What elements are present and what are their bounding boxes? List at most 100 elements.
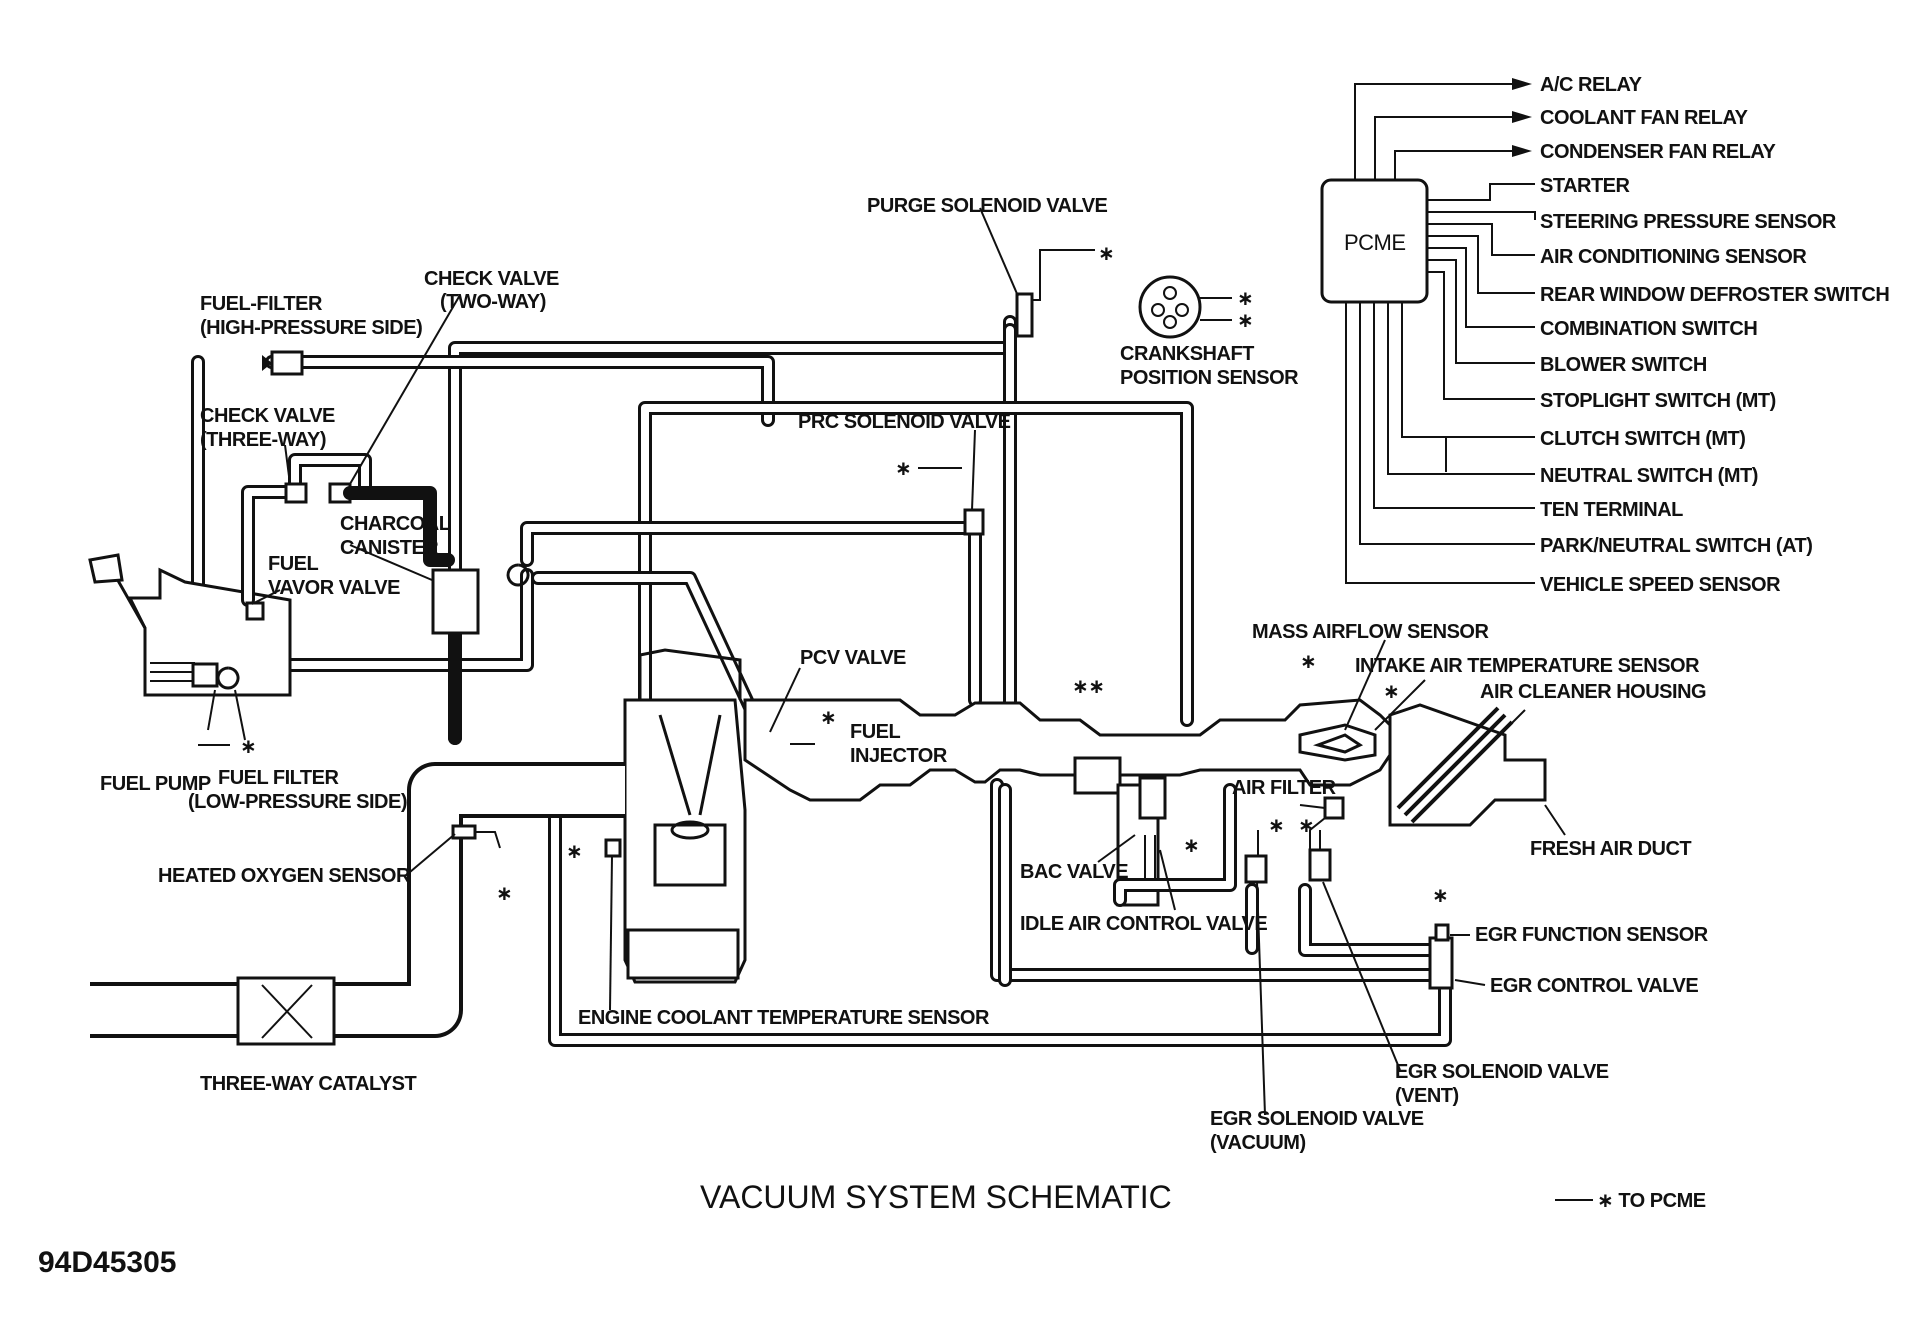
diagram-code: 94D45305 [38, 1246, 176, 1279]
check-valve-three-way-label-2: (THREE-WAY) [200, 429, 326, 451]
engine-coolant-temperature-sensor-body [604, 838, 622, 858]
condenser-fan-relay-label: CONDENSER FAN RELAY [1540, 141, 1777, 163]
blower-switch-label: BLOWER SWITCH [1540, 354, 1707, 376]
heated-oxygen-sensor-body [451, 824, 477, 840]
asterisk-fuel-pump: ∗ [240, 736, 256, 758]
fuel-filter-high-label-2: (HIGH-PRESSURE SIDE) [200, 317, 422, 339]
fuel-filter-low-body [216, 666, 240, 690]
egr-solenoid-valves [1244, 796, 1345, 884]
egr-solenoid-valve-vacuum-label-1: EGR SOLENOID VALVE [1210, 1108, 1424, 1130]
stoplight-switch-label: STOPLIGHT SWITCH (MT) [1540, 390, 1776, 412]
egr-function-sensor-label: EGR FUNCTION SENSOR [1475, 924, 1709, 946]
vacuum-lines [191, 315, 1452, 1047]
coolant-fan-relay-label: COOLANT FAN RELAY [1540, 107, 1749, 129]
egr-solenoid-valve-vacuum-label-2: (VACUUM) [1210, 1132, 1306, 1154]
egr-control-valve-label: EGR CONTROL VALVE [1490, 975, 1698, 997]
bac-valve-label: BAC VALVE [1020, 861, 1128, 883]
pcme-connection-labels: A/C RELAY COOLANT FAN RELAY CONDENSER FA… [1540, 74, 1890, 596]
egr-solenoid-valve-vacuum-body [1244, 854, 1268, 884]
intake-air-temperature-sensor-label: INTAKE AIR TEMPERATURE SENSOR [1355, 655, 1700, 677]
asterisk-iat: ∗ [1383, 681, 1399, 703]
check-valve-three-way-assembly [241, 453, 455, 621]
park-neutral-switch-label: PARK/NEUTRAL SWITCH (AT) [1540, 535, 1812, 557]
asterisk-egr-function: ∗ [1432, 885, 1448, 907]
idle-air-control-valve-label: IDLE AIR CONTROL VALVE [1020, 913, 1267, 935]
prc-valve-connector [506, 508, 985, 587]
fuel-vapor-valve-label-1: FUEL [268, 553, 319, 575]
asterisk-pcv: ∗ [820, 707, 836, 729]
asterisk-egr-vac: ∗ [1268, 815, 1284, 837]
fuel-filter-low-label-2: (LOW-PRESSURE SIDE) [188, 791, 407, 813]
steering-pressure-sensor-label: STEERING PRESSURE SENSOR [1540, 211, 1837, 233]
heated-oxygen-sensor-label: HEATED OXYGEN SENSOR [158, 865, 411, 887]
pcme-label: PCME [1344, 230, 1406, 255]
to-pcme-markers: ∗ ∗ ∗ ∗ ∗ ∗∗ ∗ ∗ ∗ ∗ ∗ ∗ ∗ ∗ ∗ [240, 243, 1449, 907]
asterisk-crank-1: ∗ [1237, 288, 1253, 310]
engine [604, 648, 747, 984]
intake-air-duct [743, 698, 1547, 827]
fuel-injector-label-2: INJECTOR [850, 745, 948, 767]
vehicle-speed-sensor-label: VEHICLE SPEED SENSOR [1540, 574, 1781, 596]
egr-solenoid-valve-vent-label-2: (VENT) [1395, 1085, 1459, 1107]
asterisk-intake: ∗∗ [1072, 676, 1105, 698]
asterisk-prc: ∗ [895, 458, 911, 480]
fuel-vapor-valve-label-2: VAVOR VALVE [268, 577, 400, 599]
egr-control-valve-body [1428, 923, 1454, 990]
fuel-tank [88, 553, 292, 697]
crankshaft-position-sensor [1138, 275, 1232, 339]
legend-to-pcme: ∗ TO PCME [1597, 1190, 1706, 1212]
asterisk-purge: ∗ [1098, 243, 1114, 265]
pcme-module: PCME [1320, 178, 1429, 304]
pcv-valve-label: PCV VALVE [800, 647, 906, 669]
fuel-injector-label-1: FUEL [850, 721, 901, 743]
three-way-catalyst-label: THREE-WAY CATALYST [200, 1073, 416, 1095]
fuel-filter-high-label-1: FUEL-FILTER [200, 293, 323, 315]
asterisk-maf: ∗ [1300, 651, 1316, 673]
check-valve-three-way-body [284, 482, 308, 504]
check-valve-three-way-label-1: CHECK VALVE [200, 405, 335, 427]
starter-label: STARTER [1540, 175, 1631, 197]
component-labels: PURGE SOLENOID VALVE CHECK VALVE (TWO-WA… [100, 195, 1709, 1154]
asterisk-egr-vent: ∗ [1298, 815, 1314, 837]
diagram-title: VACUUM SYSTEM SCHEMATIC [700, 1179, 1172, 1215]
exhaust-system [90, 762, 625, 1046]
fuel-vapor-valve-body [245, 601, 265, 621]
crankshaft-position-sensor-label-1: CRANKSHAFT [1120, 343, 1254, 365]
asterisk-o2: ∗ [496, 883, 512, 905]
egr-solenoid-valve-vent-body [1308, 848, 1332, 882]
purge-solenoid-valve-body [1015, 249, 1095, 338]
leader-lines [198, 207, 1593, 1201]
ten-terminal-label: TEN TERMINAL [1540, 499, 1683, 521]
neutral-switch-label: NEUTRAL SWITCH (MT) [1540, 465, 1758, 487]
fuel-pump-label: FUEL PUMP [100, 773, 211, 795]
asterisk-iac: ∗ [1183, 835, 1199, 857]
fuel-filter-low-label-1: FUEL FILTER [218, 767, 339, 789]
fuel-pump-body [191, 662, 219, 688]
pcme-arrowheads [1512, 78, 1532, 157]
air-filter-body [1323, 796, 1345, 820]
mass-airflow-sensor-label: MASS AIRFLOW SENSOR [1252, 621, 1489, 643]
crankshaft-position-sensor-label-2: POSITION SENSOR [1120, 367, 1299, 389]
pcme-wiring [1345, 83, 1536, 584]
fuel-filter-high-pressure [262, 350, 304, 376]
charcoal-canister [431, 568, 480, 635]
air-filter-label: AIR FILTER [1232, 777, 1337, 799]
combination-switch-label: COMBINATION SWITCH [1540, 318, 1757, 340]
fresh-air-duct-label: FRESH AIR DUCT [1530, 838, 1691, 860]
bac-and-iac-area [998, 756, 1237, 987]
charcoal-canister-label-1: CHARCOAL [340, 513, 451, 535]
charcoal-canister-label-2: CANISTER [340, 537, 439, 559]
purge-solenoid-valve-label: PURGE SOLENOID VALVE [867, 195, 1108, 217]
egr-solenoid-valve-vent-label-1: EGR SOLENOID VALVE [1395, 1061, 1609, 1083]
clutch-switch-label: CLUTCH SWITCH (MT) [1540, 428, 1745, 450]
engine-coolant-temperature-sensor-label: ENGINE COOLANT TEMPERATURE SENSOR [578, 1007, 990, 1029]
asterisk-ect: ∗ [566, 841, 582, 863]
asterisk-crank-2: ∗ [1237, 310, 1253, 332]
ac-relay-label: A/C RELAY [1540, 74, 1643, 96]
check-valve-two-way-label-2: (TWO-WAY) [440, 291, 546, 313]
air-conditioning-sensor-label: AIR CONDITIONING SENSOR [1540, 246, 1807, 268]
check-valve-two-way-label-1: CHECK VALVE [424, 268, 559, 290]
rear-window-defroster-switch-label: REAR WINDOW DEFROSTER SWITCH [1540, 284, 1889, 306]
air-cleaner-housing-label: AIR CLEANER HOUSING [1480, 681, 1706, 703]
